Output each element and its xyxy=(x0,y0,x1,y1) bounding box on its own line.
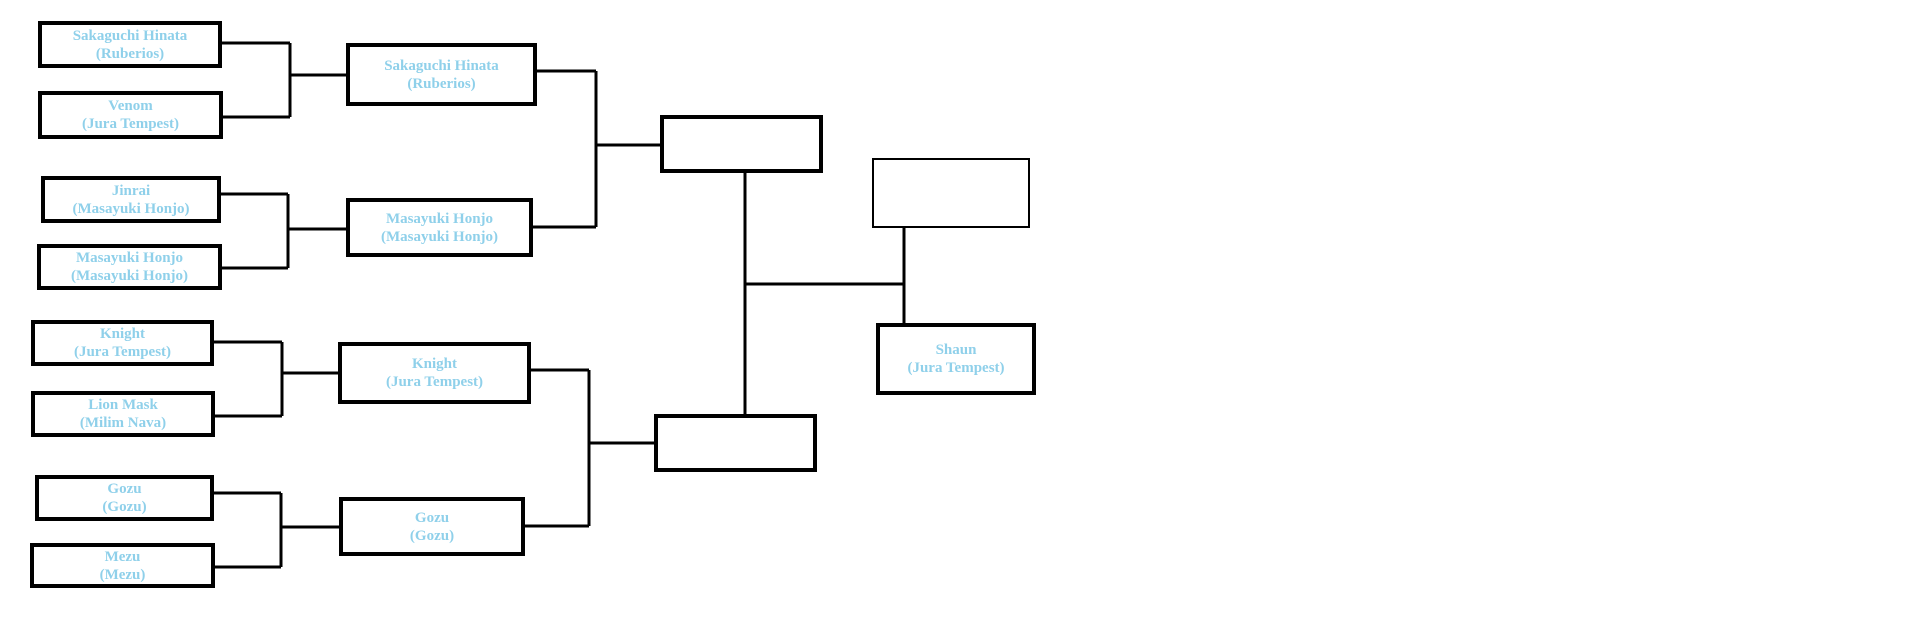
competitor-name: Shaun xyxy=(935,342,977,358)
competitor-team: (Masayuki Honjo) xyxy=(380,228,499,245)
competitor-name: Gozu xyxy=(414,509,450,526)
round1-slot-8: Mezu (Mezu) xyxy=(30,543,215,588)
round1-slot-3: Jinrai (Masayuki Honjo) xyxy=(41,176,221,223)
round1-slot-6: Lion Mask (Milim Nava) xyxy=(31,391,215,437)
competitor-team: (Jura Tempest) xyxy=(73,344,172,360)
competitor-name: Sakaguchi Hinata xyxy=(384,57,499,74)
competitor-name: Lion Mask xyxy=(88,397,158,413)
competitor-name: Gozu xyxy=(107,481,142,497)
competitor-team: (Ruberios) xyxy=(95,45,165,62)
competitor-name: Venom xyxy=(108,98,153,114)
competitor-team: (Mezu) xyxy=(99,566,146,583)
round1-slot-7: Gozu (Gozu) xyxy=(35,475,214,521)
round1-slot-5: Knight (Jura Tempest) xyxy=(31,320,214,366)
round2-slot-3: Knight (Jura Tempest) xyxy=(338,342,531,404)
round1-slot-1: Sakaguchi Hinata (Ruberios) xyxy=(38,21,222,68)
competitor-name: Masayuki Honjo xyxy=(75,250,184,266)
semifinal-slot-1 xyxy=(660,115,823,173)
competitor-team: (Milim Nava) xyxy=(79,415,167,431)
competitor-team: (Ruberios) xyxy=(407,75,476,92)
semifinal-slot-2 xyxy=(654,414,817,472)
round2-slot-4: Gozu (Gozu) xyxy=(339,497,525,556)
connector-r1-pair4 xyxy=(214,491,340,569)
competitor-team: (Jura Tempest) xyxy=(907,360,1005,376)
competitor-name: Jinrai xyxy=(111,182,151,199)
competitor-team: (Gozu) xyxy=(102,499,147,515)
connector-r1-pair2 xyxy=(220,192,347,270)
connector-r1-pair3 xyxy=(214,340,339,418)
competitor-team: (Jura Tempest) xyxy=(81,116,180,132)
competitor-name: Mezu xyxy=(104,548,141,565)
champion-slot xyxy=(872,158,1030,228)
round1-slot-2: Venom (Jura Tempest) xyxy=(38,91,223,139)
competitor-name: Knight xyxy=(411,356,457,372)
competitor-name: Knight xyxy=(99,326,145,342)
round2-slot-1: Sakaguchi Hinata (Ruberios) xyxy=(346,43,537,106)
competitor-team: (Masayuki Honjo) xyxy=(72,200,190,217)
competitor-team: (Jura Tempest) xyxy=(385,374,484,390)
round1-slot-4: Masayuki Honjo (Masayuki Honjo) xyxy=(37,244,222,290)
competitor-team: (Masayuki Honjo) xyxy=(70,268,189,284)
competitor-name: Sakaguchi Hinata xyxy=(72,27,188,44)
final-opponent-slot: Shaun (Jura Tempest) xyxy=(876,323,1036,395)
round2-slot-2: Masayuki Honjo (Masayuki Honjo) xyxy=(346,198,533,257)
competitor-name: Masayuki Honjo xyxy=(385,210,494,227)
connector-r2-top xyxy=(533,69,662,229)
competitor-team: (Gozu) xyxy=(409,527,455,544)
connector-r1-pair1 xyxy=(222,41,347,119)
connector-semifinals xyxy=(743,172,906,416)
connector-r2-bottom xyxy=(525,368,655,528)
